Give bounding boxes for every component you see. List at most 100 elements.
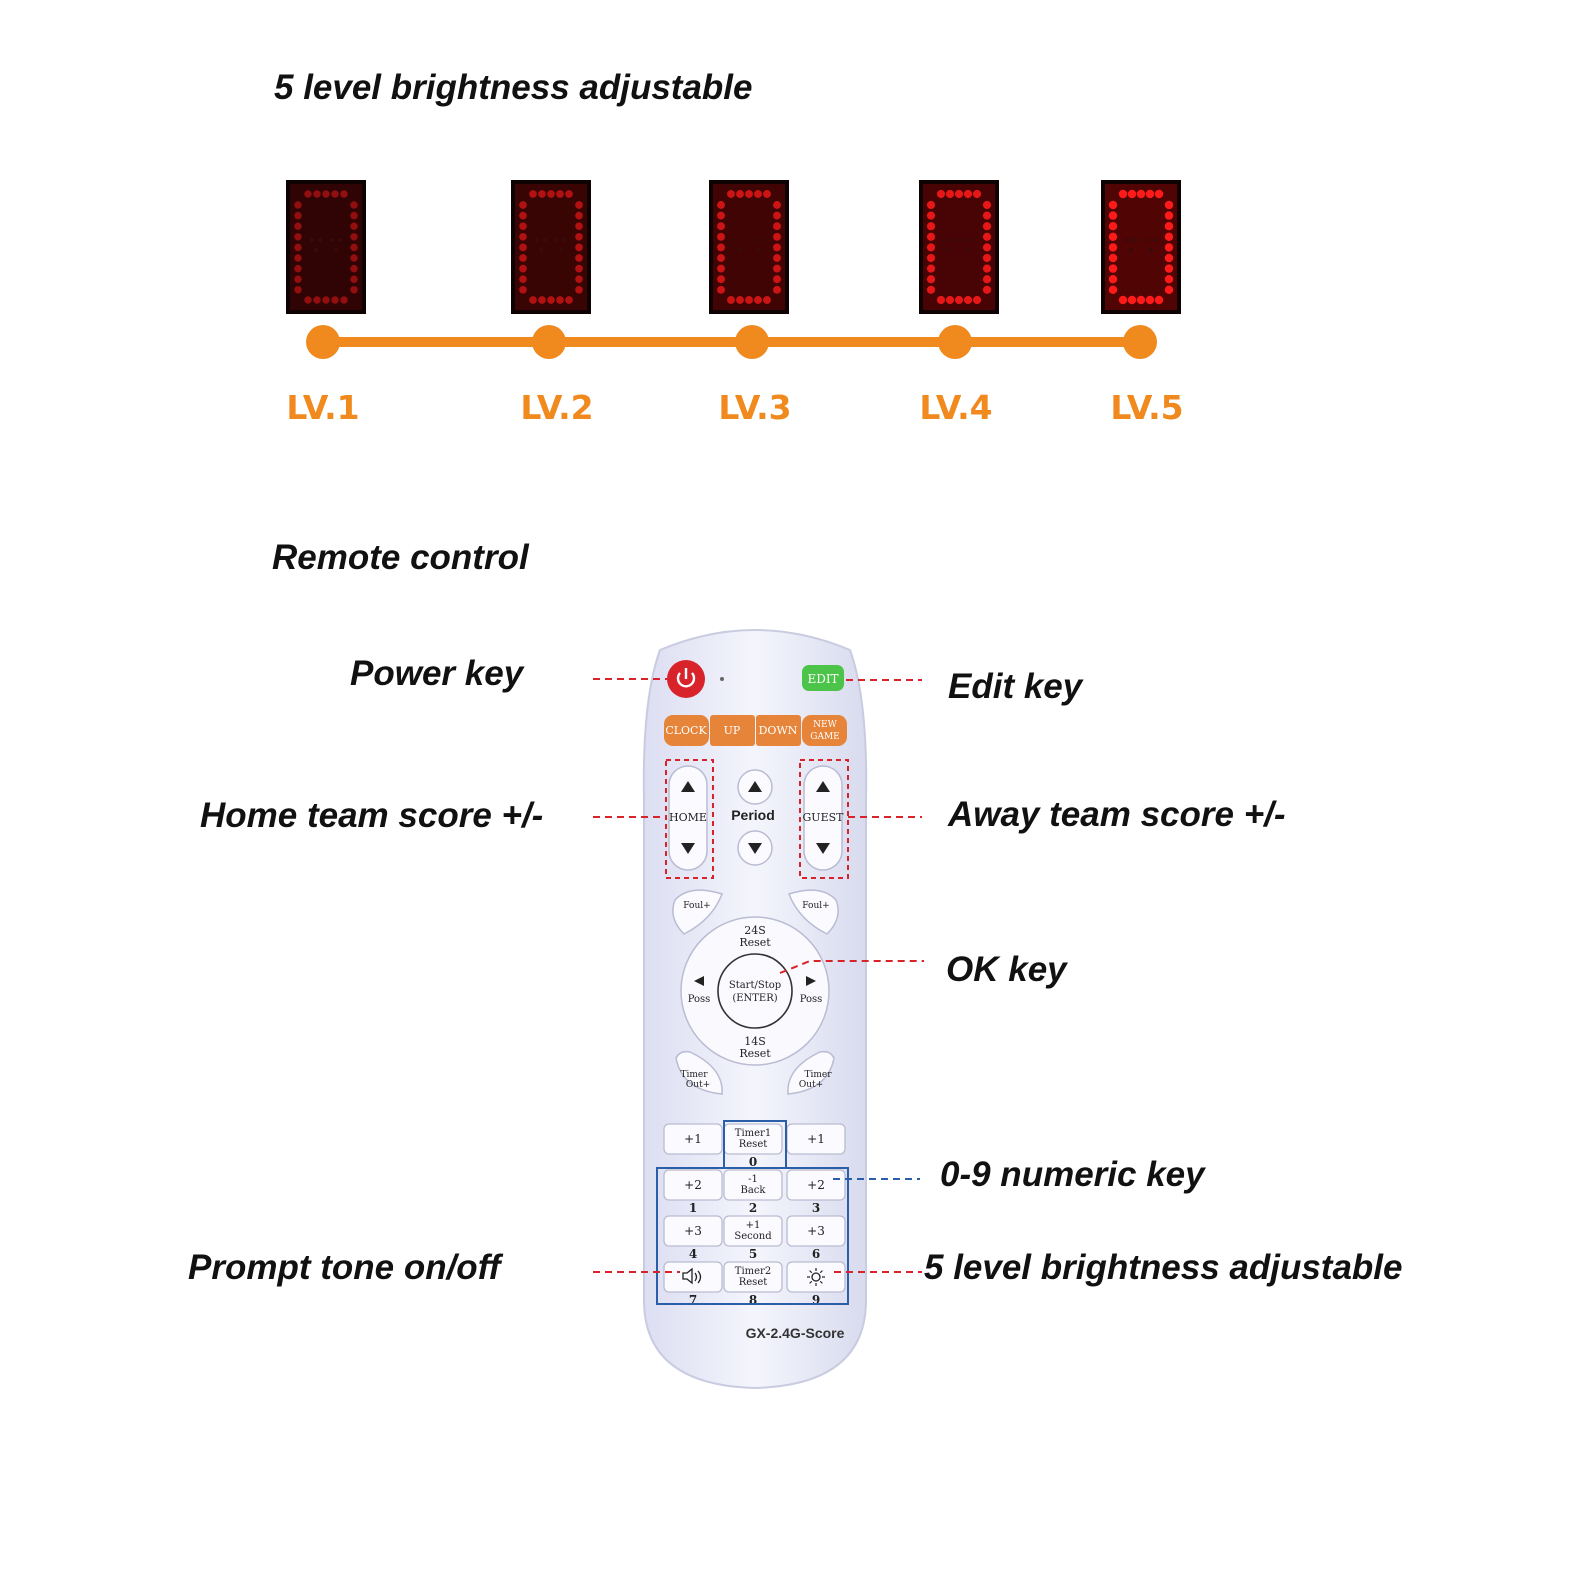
led-segment-dot [773, 264, 781, 273]
led-segment-dot [717, 264, 725, 273]
numeric-key-8[interactable] [723, 1261, 783, 1293]
led-segment-dot [538, 190, 546, 198]
led-segment-dot [538, 296, 546, 304]
led-inactive-dot [310, 238, 314, 242]
led-segment-dot [575, 254, 583, 262]
guest-score-rocker[interactable] [803, 765, 843, 871]
led-segment-dot [331, 190, 339, 198]
numeric-key-4[interactable] [663, 1215, 723, 1247]
numeric-key-3[interactable] [786, 1169, 846, 1201]
timer-out-left-button[interactable] [675, 1050, 723, 1095]
led-inactive-dot [330, 238, 334, 242]
led-digit-lv4 [919, 180, 999, 314]
led-segment-dot [350, 286, 358, 294]
period-down-icon [748, 843, 762, 854]
numeric-key-5[interactable] [723, 1215, 783, 1247]
led-segment-dot [717, 201, 725, 209]
callout-brightness: 5 level brightness adjustable [924, 1248, 1403, 1287]
led-segment-dot [575, 211, 583, 220]
led-segment-dot [745, 296, 753, 304]
timer-out-right-button[interactable] [787, 1050, 835, 1095]
led-inactive-dot [1153, 238, 1157, 242]
new-game-button[interactable] [802, 715, 847, 746]
led-segment-dot [1108, 285, 1118, 294]
callout-away-team-score: Away team score +/- [948, 795, 1286, 834]
numeric-key-plus1-0[interactable] [663, 1123, 723, 1155]
led-segment-dot [1164, 264, 1174, 273]
level-dot-lv1 [306, 325, 340, 359]
led-segment-dot [575, 285, 583, 294]
ok-label-line1: Start/Stop [729, 980, 781, 991]
foul-right-button[interactable] [788, 889, 839, 935]
home-score-rocker[interactable] [668, 765, 708, 871]
ok-button[interactable] [717, 953, 793, 1029]
numeric-key-7[interactable] [663, 1261, 723, 1293]
led-segment-dot [1154, 189, 1164, 199]
led-segment-dot [926, 200, 936, 210]
led-segment-dot [1154, 295, 1164, 305]
clock-label: CLOCK [665, 724, 707, 737]
led-segment-dot [519, 211, 527, 220]
led-segment-dot [350, 264, 358, 273]
led-segment-dot [754, 296, 762, 304]
led-segment-dot [982, 264, 992, 273]
key-label: +1 [807, 1132, 825, 1146]
led-segment-dot [1164, 285, 1174, 294]
led-segment-dot [547, 296, 555, 304]
home-up-icon [681, 781, 695, 792]
callout-prompt-tone: Prompt tone on/off [188, 1248, 501, 1287]
led-inactive-dot [539, 248, 543, 252]
dpad-right-label: Poss [800, 994, 823, 1005]
key-digit-7: 7 [689, 1293, 697, 1307]
led-inactive-dot [543, 238, 547, 242]
ok-label-line2: (ENTER) [732, 993, 777, 1004]
led-inactive-dot [971, 238, 975, 242]
game-label: GAME [810, 732, 839, 742]
key-digit-9: 9 [812, 1293, 820, 1307]
down-label: DOWN [759, 724, 798, 737]
key-digit-3: 3 [812, 1201, 820, 1215]
led-inactive-dot [1149, 248, 1153, 252]
led-segment-dot [519, 222, 527, 231]
dpad-left-label: Poss [688, 994, 711, 1005]
led-segment-dot [529, 296, 537, 304]
led-segment-dot [575, 232, 583, 241]
led-segment-dot [1164, 200, 1174, 210]
led-digit-lv2 [511, 180, 591, 314]
led-segment-dot [754, 190, 762, 198]
key-digit-0: 0 [749, 1155, 757, 1169]
led-segment-dot [982, 232, 992, 241]
callout-power-key: Power key [350, 654, 524, 693]
key-label: +1 [746, 1220, 761, 1231]
key-digit-4: 4 [689, 1247, 697, 1261]
numeric-key-1[interactable] [663, 1169, 723, 1201]
numeric-key-6[interactable] [786, 1215, 846, 1247]
dpad-bottom-line2: Reset [739, 1047, 771, 1060]
led-segment-dot [982, 200, 992, 210]
led-segment-dot [519, 285, 527, 294]
led-inactive-dot [741, 238, 745, 242]
down-button[interactable] [756, 715, 801, 746]
led-segment-dot [1164, 211, 1174, 220]
timer-out-right-line2: Out+ [799, 1080, 823, 1090]
led-inactive-dot [757, 248, 761, 252]
guest-highlight-box [799, 759, 849, 879]
edit-button[interactable] [802, 665, 844, 691]
led-segment-dot [963, 189, 973, 199]
clock-button[interactable] [664, 715, 709, 746]
up-button[interactable] [710, 715, 755, 746]
callout-ok-key: OK key [946, 950, 1067, 989]
led-segment-dot [773, 201, 781, 209]
numeric-key-2[interactable] [723, 1169, 783, 1201]
key-label: +3 [684, 1224, 702, 1238]
led-segment-dot [1145, 189, 1155, 199]
led-inactive-dot [318, 238, 322, 242]
level-label-lv3: LV.3 [718, 388, 792, 427]
key-label: Back [741, 1185, 767, 1196]
numeric-key-9[interactable] [786, 1261, 846, 1293]
level-dot-lv3 [735, 325, 769, 359]
foul-left-button[interactable] [672, 889, 723, 935]
led-segment-dot [1127, 189, 1137, 199]
led-segment-dot [1164, 222, 1174, 231]
led-segment-dot [575, 222, 583, 231]
